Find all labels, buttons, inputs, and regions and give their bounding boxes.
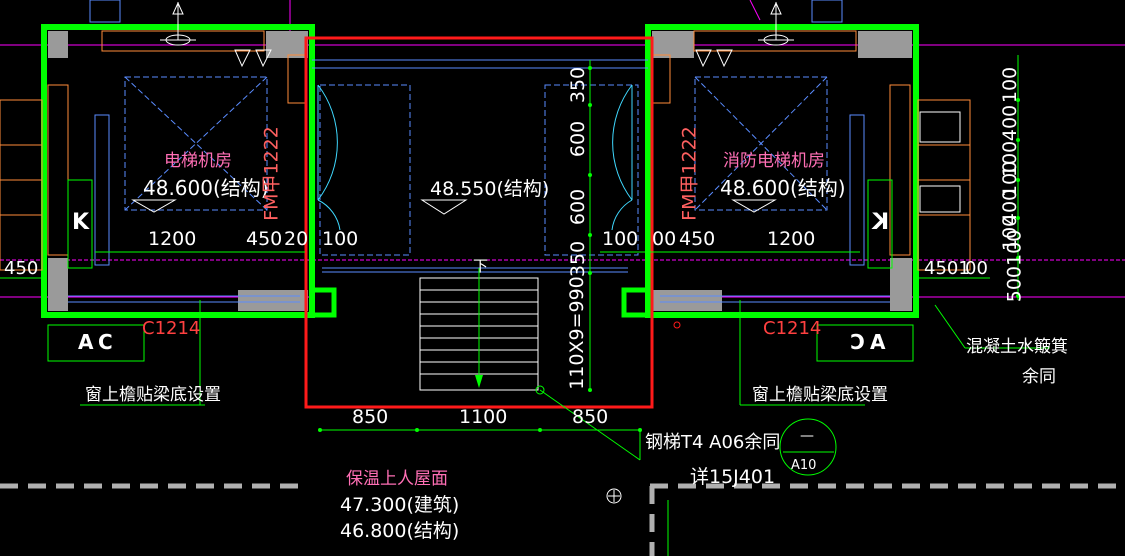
- right-window-label: C1214: [763, 318, 822, 339]
- dim-right-edge: 4501: [924, 258, 970, 279]
- dim-far-400: 400: [999, 104, 1022, 142]
- left-mark: K: [72, 210, 90, 235]
- dim-far-500: 500100: [1003, 229, 1026, 303]
- center-elevation: 48.550(结构): [430, 178, 550, 200]
- dim-bottom-1100: 1100: [459, 406, 508, 428]
- dim-left-1200: 1200: [148, 228, 197, 250]
- left-room-elevation: 48.600(结构): [143, 176, 269, 200]
- right-room: [645, 0, 971, 318]
- gutter-note: 混凝土水簸箕: [966, 337, 1068, 357]
- roof-arch-elevation: 47.300(建筑): [340, 494, 460, 516]
- dim-right-450: 450: [679, 228, 716, 250]
- detail-note: 详15J401: [690, 466, 776, 488]
- roof-struct-elevation: 46.800(结构): [340, 520, 460, 542]
- dim-bottom-850b: 850: [572, 406, 609, 428]
- left-section-a: A: [78, 330, 94, 354]
- gutter-note-2: 余同: [1022, 367, 1056, 387]
- drain-icon: [606, 488, 622, 504]
- right-room-name: 消防电梯机房: [723, 151, 825, 171]
- dim-far-100a: 100: [999, 66, 1022, 104]
- left-room: [41, 0, 315, 318]
- dim-vert-stair: 110X9=990: [565, 276, 588, 390]
- dim-right-00: 00: [965, 258, 988, 279]
- left-room-name: 电梯机房: [164, 151, 232, 171]
- dimension-lines: [0, 55, 1019, 556]
- left-outer-boxes: [0, 99, 43, 271]
- center-room: [309, 59, 651, 391]
- dim-bottom-850a: 850: [352, 406, 389, 428]
- stair-note: 钢梯T4 A06余同: [645, 432, 781, 453]
- detail-symbol-bottom: A10: [791, 458, 817, 473]
- left-window-note: 窗上檐贴梁底设置: [85, 385, 221, 405]
- right-room-elevation: 48.600(结构): [720, 176, 846, 200]
- dim-left-edge-450: 450: [4, 258, 39, 279]
- dim-vert-600a: 600: [567, 120, 590, 158]
- dim-vert-350a: 350: [567, 66, 590, 104]
- dim-right-100b: 00: [652, 228, 677, 250]
- left-section-c: C: [98, 330, 113, 354]
- right-mark: K: [872, 210, 890, 235]
- right-door-label: FM甲1222: [678, 126, 701, 221]
- left-window-label: C1214: [142, 318, 201, 339]
- left-door-label: FM甲1222: [260, 126, 283, 221]
- dim-right-1200: 1200: [767, 228, 816, 250]
- right-window-note: 窗上檐贴梁底设置: [752, 385, 888, 405]
- detail-symbol-top: —: [800, 428, 814, 444]
- right-section-c: C: [850, 330, 865, 354]
- leader-lines: [47, 300, 1050, 476]
- highlight-box: [304, 36, 654, 409]
- stair-down-label: 下: [473, 257, 489, 275]
- dim-left-450: 450: [246, 228, 283, 250]
- right-section-a: A: [870, 330, 886, 354]
- dim-left-100: 100: [322, 228, 359, 250]
- dim-left-20: 20: [284, 228, 309, 250]
- lower-wall-dashes: [0, 483, 1125, 556]
- roof-label: 保温上人屋面: [346, 469, 448, 489]
- dim-vert-350b: 350: [567, 240, 590, 278]
- dim-vert-600b: 600: [567, 188, 590, 226]
- dim-right-100: 100: [602, 228, 639, 250]
